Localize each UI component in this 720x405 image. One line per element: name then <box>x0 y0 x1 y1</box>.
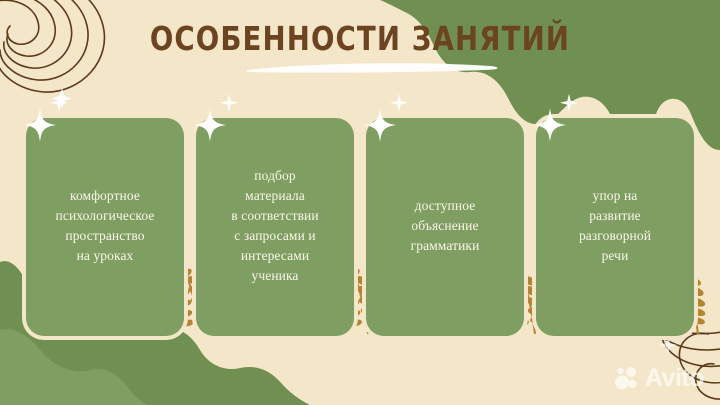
feature-card-text: подбор материала в соответствии с запрос… <box>231 168 319 283</box>
sparkle-icon-card-1 <box>24 94 68 142</box>
sparkle-icon-bg-right <box>659 336 677 354</box>
slide-title-wrap: ОСОБЕННОСТИ ЗАНЯТИЙ <box>0 22 720 55</box>
feature-card-text: доступное объяснение грамматики <box>410 198 480 253</box>
feature-card-1[interactable]: комфортное психологическое пространство … <box>24 94 184 336</box>
sparkle-icon-card-4 <box>534 94 578 142</box>
avito-watermark: Avito <box>614 363 705 392</box>
feature-card-text: упор на развитие разговорной речи <box>578 188 652 263</box>
feature-card-3[interactable]: доступное объяснение грамматики <box>364 94 524 336</box>
organic-blob-bottom-left-secondary <box>0 329 148 405</box>
sparkle-icon-card-3 <box>364 94 408 142</box>
title-underline-brushstroke <box>247 63 498 73</box>
sparkle-icon-card-2 <box>194 94 238 142</box>
sparkle-icon-bg-left <box>52 88 72 109</box>
avito-wordmark: Avito <box>644 363 705 392</box>
feature-card-4[interactable]: упор на развитие разговорной речи <box>534 94 694 336</box>
feature-cards-row: комфортное психологическое пространство … <box>24 94 694 336</box>
feature-card-text: комфортное психологическое пространство … <box>55 188 155 263</box>
avito-circles-icon <box>614 367 637 390</box>
organic-blob-top-right-nub <box>694 62 720 105</box>
feature-card-2[interactable]: подбор материала в соответствии с запрос… <box>194 94 354 336</box>
page-title: ОСОБЕННОСТИ ЗАНЯТИЙ <box>149 19 571 58</box>
